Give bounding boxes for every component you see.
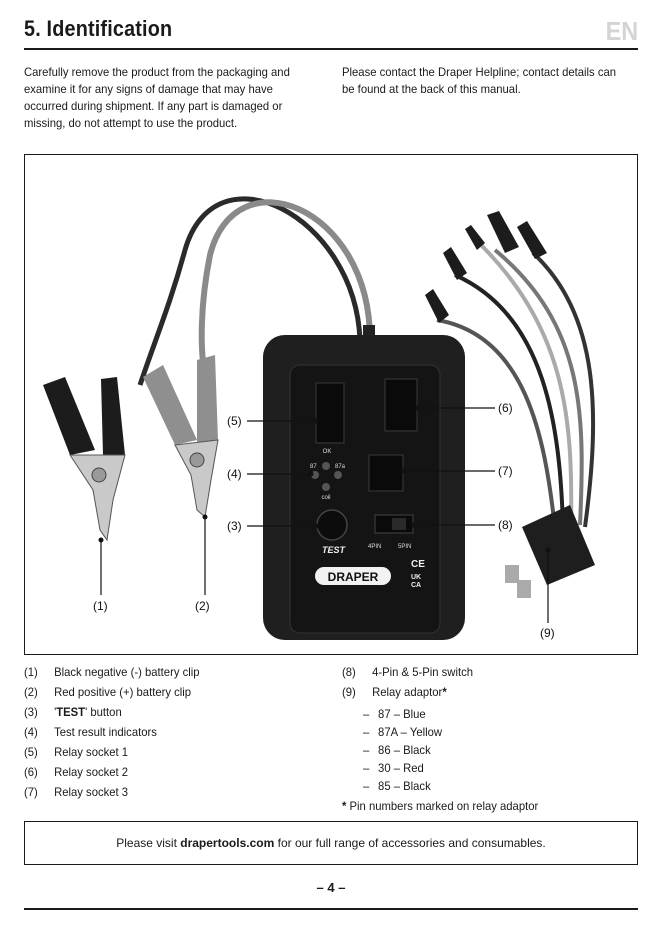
label-ok: OK — [323, 449, 332, 455]
legend-item: (5)Relay socket 1 — [24, 745, 129, 759]
draper-logo-text: DRAPER — [328, 570, 379, 584]
label-5pin: 5PIN — [398, 544, 411, 550]
label-coil: coil — [321, 495, 330, 501]
identification-figure: DRAPER OK 87 87a coil TEST 4PIN 5PIN CE … — [24, 154, 638, 655]
pin-note: * Pin numbers marked on relay adaptor — [342, 799, 539, 813]
top-rule — [24, 48, 638, 50]
label-test: TEST — [322, 545, 347, 555]
draper-logo-badge — [315, 567, 391, 585]
callout-5: (5) — [227, 414, 242, 428]
legend-item: (7)Relay socket 3 — [24, 785, 129, 799]
legend-item: (9)Relay adaptor * — [342, 685, 447, 699]
relay-socket-3 — [368, 454, 404, 492]
list-item: –85 – Black — [363, 779, 431, 793]
callout-6: (6) — [498, 401, 513, 415]
callout-4: (4) — [227, 467, 242, 481]
callout-3: (3) — [227, 519, 242, 533]
relay-tester-body: DRAPER OK 87 87a coil TEST 4PIN 5PIN CE … — [263, 335, 465, 640]
ukca-mark-top: UK — [411, 574, 421, 581]
legend-item: (6)Relay socket 2 — [24, 765, 129, 779]
callout-8: (8) — [498, 518, 513, 532]
list-item: –86 – Black — [363, 743, 431, 757]
intro-paragraph-right: Please contact the Draper Helpline; cont… — [342, 65, 617, 96]
label-87: 87 — [310, 464, 317, 470]
black-battery-clip — [43, 377, 126, 542]
list-item: –30 – Red — [363, 761, 424, 775]
callout-2: (2) — [195, 599, 210, 613]
relay-socket-1 — [315, 382, 345, 444]
legend-item: (4)Test result indicators — [24, 725, 157, 739]
legend-left: (1)Black negative (-) battery clip (2)Re… — [24, 662, 211, 802]
list-item: –87A – Yellow — [363, 725, 443, 739]
callout-leaders — [100, 407, 549, 623]
callout-9: (9) — [540, 626, 555, 640]
relay-socket-2 — [384, 378, 418, 432]
indicator-87a — [334, 471, 342, 479]
page-number: – 4 – — [316, 880, 346, 895]
section-heading: 5. Identification — [24, 16, 173, 41]
ukca-mark-bottom: CA — [411, 582, 421, 589]
red-cable — [198, 199, 373, 376]
list-item: –87 – Blue — [363, 707, 426, 721]
indicator-coil — [322, 483, 330, 491]
test-button-graphic — [316, 509, 348, 541]
legend-item: (8)4-Pin & 5-Pin switch — [342, 665, 474, 679]
intro-paragraph-left: Carefully remove the product from the pa… — [24, 65, 290, 130]
ce-mark: CE — [411, 559, 425, 570]
legend-item: (1)Black negative (-) battery clip — [24, 665, 200, 679]
indicator-ok — [322, 462, 330, 470]
adaptor-pin-list: –87 – Blue –87A – Yellow –86 – Black –30… — [363, 705, 447, 795]
red-battery-clip — [143, 355, 219, 518]
relay-adaptor — [425, 211, 596, 598]
callout-1: (1) — [93, 599, 108, 613]
language-tag: EN — [605, 16, 638, 46]
legend-item: (3)'TEST' button — [24, 705, 122, 719]
label-87a: 87a — [335, 464, 346, 470]
label-4pin: 4PIN — [368, 544, 381, 550]
bottom-rule — [24, 908, 638, 910]
legend-item: (2)Red positive (+) battery clip — [24, 685, 192, 699]
product-illustration: DRAPER OK 87 87a coil TEST 4PIN 5PIN CE … — [43, 196, 596, 640]
footer-box: Please visit drapertools.com for our ful… — [24, 821, 638, 865]
website-link[interactable]: drapertools.com — [180, 836, 275, 850]
callout-7: (7) — [498, 464, 513, 478]
legend-right: (8)4-Pin & 5-Pin switch (9)Relay adaptor… — [342, 662, 481, 702]
black-cable — [137, 196, 363, 386]
